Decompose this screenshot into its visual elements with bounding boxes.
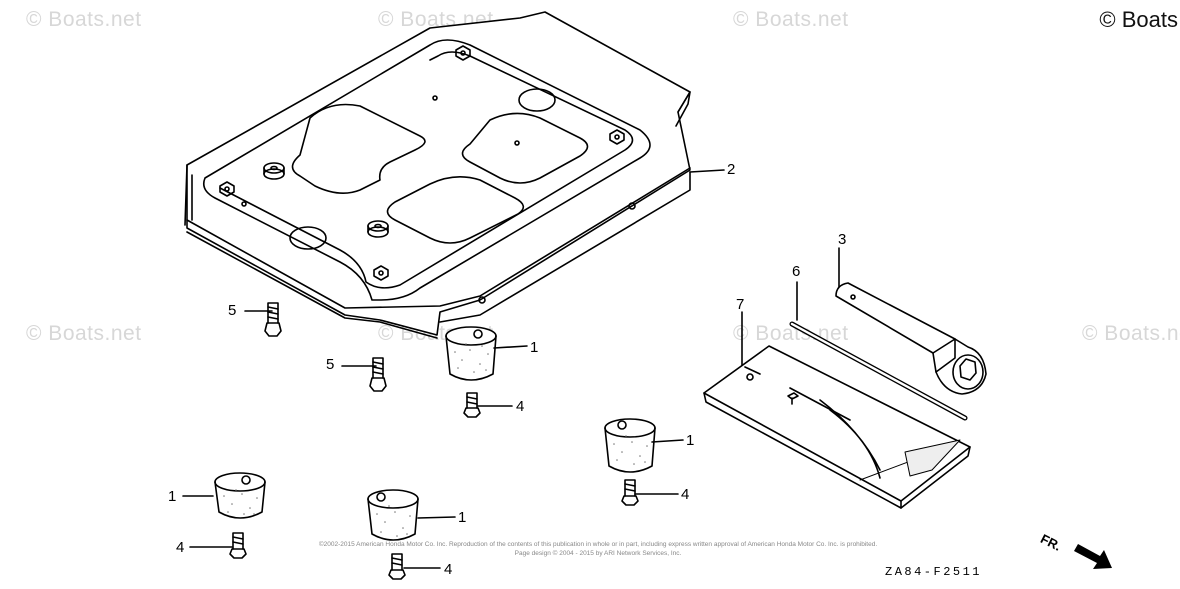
callout-part-4: 4 bbox=[516, 398, 525, 415]
callout-part-5: 5 bbox=[326, 356, 335, 373]
watermark: © Boats.net bbox=[1082, 322, 1180, 345]
callout-part-7: 7 bbox=[736, 296, 745, 313]
callout-part-2: 2 bbox=[727, 161, 736, 178]
base-plate bbox=[184, 11, 691, 339]
leader-line bbox=[651, 439, 684, 443]
weld-nut bbox=[455, 45, 471, 61]
flange-bolt bbox=[388, 553, 406, 580]
weld-nut bbox=[219, 181, 235, 197]
flange-bolt bbox=[621, 479, 639, 506]
mount-collar bbox=[263, 162, 285, 180]
callout-part-4: 4 bbox=[681, 486, 690, 503]
callout-part-4: 4 bbox=[444, 561, 453, 578]
front-arrow-icon bbox=[1074, 544, 1112, 569]
rubber-foot bbox=[445, 326, 497, 381]
copyright-fine-print: ©2002-2015 American Honda Motor Co. Inc.… bbox=[318, 541, 878, 548]
flange-bolt bbox=[264, 302, 282, 337]
watermark: © Boats.net bbox=[733, 8, 849, 31]
callout-part-5: 5 bbox=[228, 302, 237, 319]
plug-wrench bbox=[835, 282, 987, 395]
corner-copyright: © Boats bbox=[1099, 7, 1178, 32]
rubber-foot bbox=[214, 472, 266, 519]
flange-bolt bbox=[463, 392, 481, 418]
callout-part-1: 1 bbox=[686, 432, 695, 449]
watermark: © Boats.net bbox=[26, 322, 142, 345]
flange-bolt bbox=[229, 532, 247, 559]
callout-part-3: 3 bbox=[838, 231, 847, 248]
callout-part-6: 6 bbox=[792, 263, 801, 280]
leader-line bbox=[417, 516, 456, 519]
handle-rod bbox=[789, 321, 968, 421]
diagram-code: ZA84-F2511 bbox=[885, 565, 983, 579]
callout-part-1: 1 bbox=[458, 509, 467, 526]
weld-nut bbox=[373, 265, 389, 281]
callout-part-4: 4 bbox=[176, 539, 185, 556]
mount-collar bbox=[367, 220, 389, 238]
leader-line bbox=[689, 169, 725, 173]
flange-bolt bbox=[369, 357, 387, 392]
watermark: © Boats.net bbox=[26, 8, 142, 31]
rubber-foot bbox=[604, 418, 656, 473]
leader-line bbox=[493, 345, 528, 349]
weld-nut bbox=[609, 129, 625, 145]
tool-bag bbox=[703, 345, 971, 509]
page-design-fine-print: Page design © 2004 - 2015 by ARI Network… bbox=[514, 550, 682, 557]
rubber-foot bbox=[367, 489, 419, 541]
callout-part-1: 1 bbox=[530, 339, 539, 356]
callout-part-1: 1 bbox=[168, 488, 177, 505]
